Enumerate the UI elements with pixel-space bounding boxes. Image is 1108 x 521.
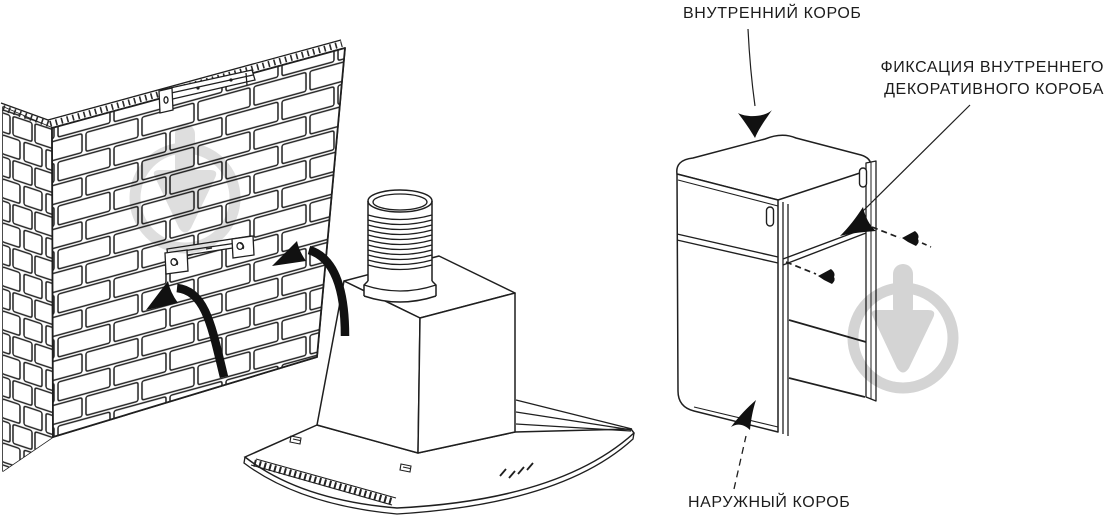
duct-assembly [676,134,932,436]
fixing-slot [765,206,775,227]
inner-box-leader-line [747,28,756,107]
canopy-grille [250,458,397,506]
fixation-arrowhead [840,207,876,236]
swing-arrow-left [146,281,229,379]
hood-canopy [243,424,636,515]
outer-box-label: НАРУЖНЫЙ КОРОБ [688,492,850,511]
outer-duct-box [676,173,789,436]
duct-side-edges [782,227,867,398]
canopy-screw-mark [289,435,412,473]
fixing-screw [785,261,835,284]
fixing-slot [858,167,868,188]
control-buttons [499,462,534,479]
inner-box-arrowhead [738,110,772,138]
label-leaders [731,28,971,490]
outer-box-leader-line [733,435,747,490]
fixation-leader-line [861,104,971,213]
fixation-label-line1: ФИКСАЦИЯ ВНУТРЕННЕГО [880,59,1104,76]
labels: ВНУТРЕННИЙ КОРОБ ФИКСАЦИЯ ВНУТРЕННЕГО ДЕ… [683,3,1104,511]
swing-arrow-right [272,241,350,337]
flex-duct [363,189,437,303]
wall-top-rail-bracket [158,69,256,114]
fixing-screw [871,226,932,248]
fixation-label-line2: ДЕКОРАТИВНОГО КОРОБА [884,81,1104,98]
inner-box-label: ВНУТРЕННИЙ КОРОБ [683,3,862,22]
duct-right-flange [865,160,877,402]
canopy-step-lines [515,399,633,432]
outer-box-arrowhead [731,400,756,430]
